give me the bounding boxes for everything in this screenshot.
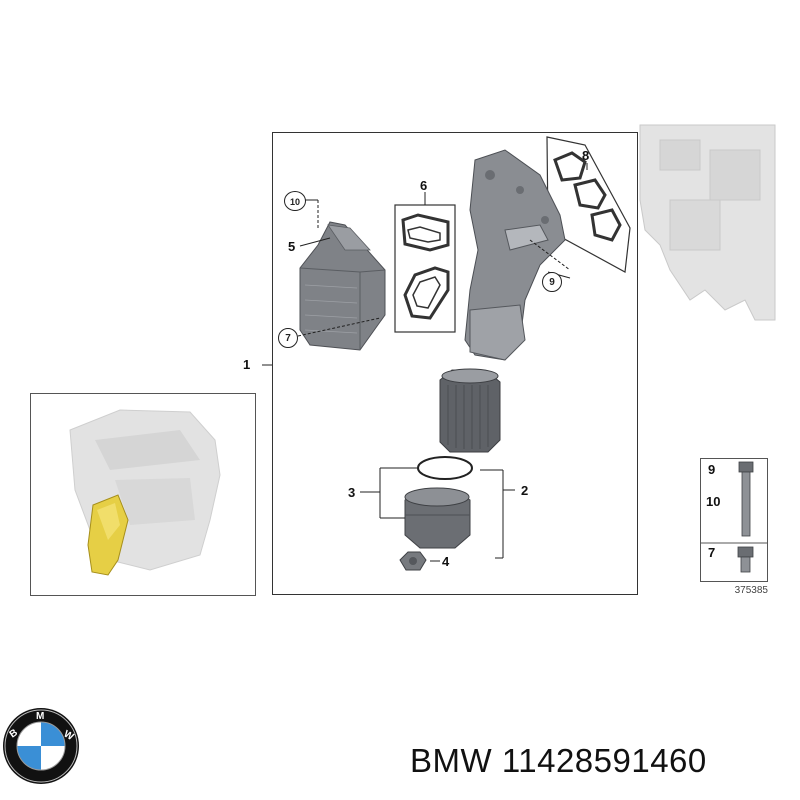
filter-cap [404,487,471,549]
label-part-6: 6 [420,178,428,193]
inset-engine-illustration [69,409,221,576]
label-part-8: 8 [582,148,590,163]
oil-filter-element [439,368,501,453]
oil-filter-housing [464,149,566,361]
oil-cooler [299,221,386,351]
svg-text:M: M [36,711,44,722]
bmw-logo: B M W [3,708,79,784]
hardware-bolts [701,461,767,573]
label-part-10: 10 [284,191,306,211]
leader-lines [262,163,588,562]
part-caption: BMW 11428591460 [410,742,707,780]
gasket-set-6 [394,204,456,333]
label-part-9: 9 [542,272,562,292]
drain-plug [399,551,427,571]
gasket-set-8 [546,136,631,273]
brand-name: BMW [410,742,493,779]
label-part-4: 4 [442,554,450,569]
hardware-number-7: 7 [708,545,716,560]
label-part-5: 5 [288,239,296,254]
label-part-7: 7 [278,328,298,348]
label-part-3: 3 [348,485,356,500]
ghost-engine-block [639,124,776,321]
hardware-frame [700,458,768,582]
inset-frame [30,393,256,596]
main-diagram-frame [272,132,638,595]
part-number: 11428591460 [501,742,707,779]
label-part-1: 1 [243,357,251,372]
label-part-2: 2 [521,483,529,498]
hardware-number-10: 10 [706,494,721,509]
hardware-number-9: 9 [708,462,716,477]
diagram-ref-code: 375385 [734,585,768,596]
